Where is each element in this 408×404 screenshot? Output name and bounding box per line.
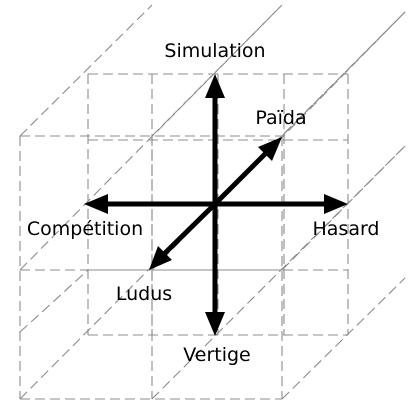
label-competition: Compétition [27,218,143,240]
arrowhead-down [205,312,225,336]
label-simulation: Simulation [164,40,265,62]
label-vertige: Vertige [183,344,251,366]
label-paida: Païda [255,107,306,129]
arrowhead-diag-up [258,137,282,161]
axis-diag-up [213,151,268,206]
axis-diag-down [162,202,217,256]
arrowhead-diag-down [149,246,172,270]
arrowhead-right [324,194,348,214]
arrowhead-left [84,194,108,214]
arrowhead-up [205,74,225,98]
label-hasard: Hasard [312,218,379,240]
label-ludus: Ludus [116,283,172,305]
axes [84,74,348,336]
